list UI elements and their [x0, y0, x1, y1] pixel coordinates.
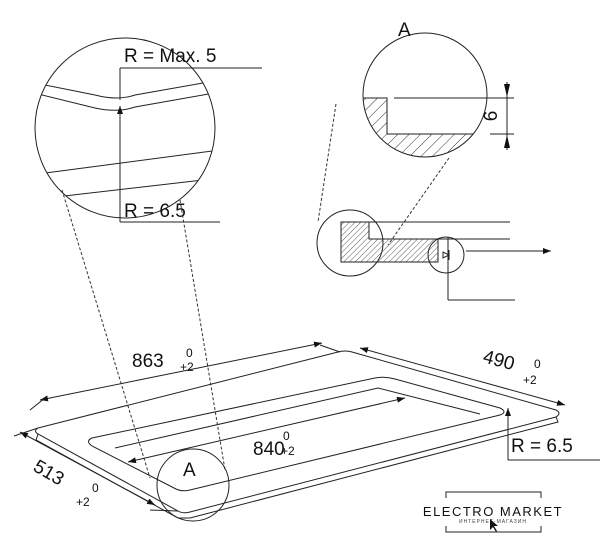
corner-radius-label: R = 6.5 [511, 436, 573, 457]
depth-513: 513 [30, 456, 68, 490]
detail-a: A 6 [317, 20, 514, 246]
radius-max-label: R = Max. 5 [124, 46, 216, 67]
inner-length-840: 840 [253, 439, 285, 460]
depth-6-label: 6 [481, 111, 502, 122]
width-tol-upper: 0 [534, 357, 541, 371]
width-tol-lower: +2 [523, 373, 537, 387]
electro-market-logo: ELECTRO MARKET ИНТЕРНЕТ-МАГАЗИН [423, 491, 563, 533]
detail-a-marker: A [183, 460, 196, 481]
inner-tol-upper: 0 [283, 429, 290, 443]
section-view [316, 209, 551, 301]
radius-outer-label: R = 6.5 [124, 201, 186, 222]
hob-plate: 863 0 +2 490 0 +2 840 0 +2 513 0 +2 R = … [13, 341, 600, 522]
radius-detail: R = Max. 5 R = 6.5 [34, 37, 262, 479]
length-tol-upper: 0 [186, 346, 193, 360]
cursor-icon [490, 519, 498, 532]
inner-tol-lower: +2 [281, 444, 295, 458]
width-490: 490 [481, 347, 517, 375]
depth-tol-lower: +2 [76, 495, 90, 509]
length-tol-lower: +2 [180, 360, 194, 374]
depth-tol-upper: 0 [92, 481, 99, 495]
length-863: 863 [132, 351, 164, 372]
logo-text: ELECTRO MARKET [423, 504, 563, 519]
